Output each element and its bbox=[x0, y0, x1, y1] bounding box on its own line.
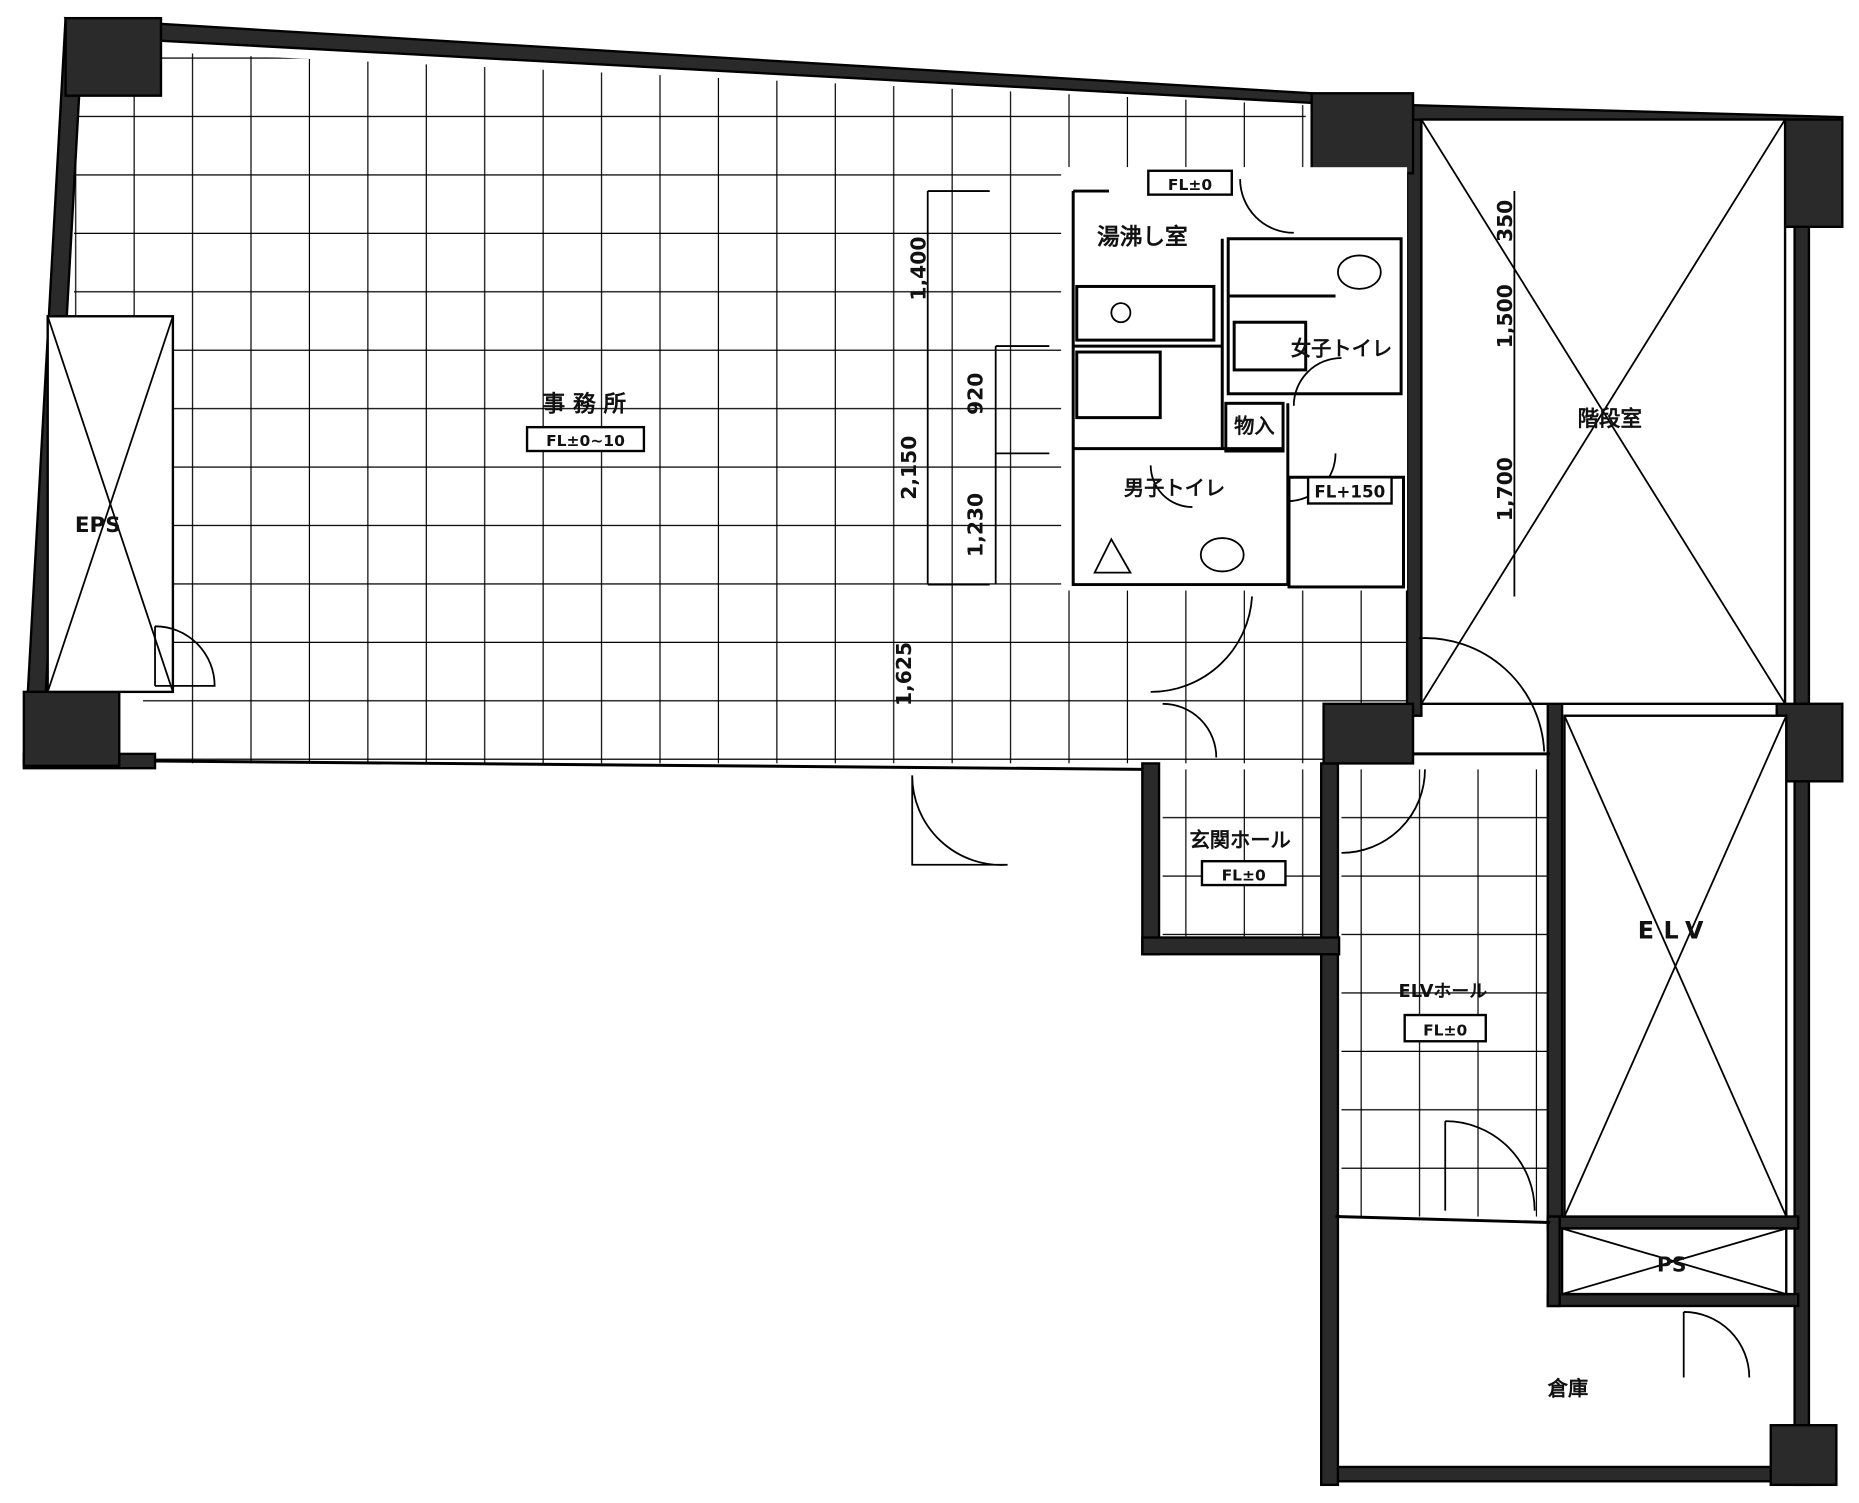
dimension-1700: 1,700 bbox=[1493, 457, 1517, 521]
warehouse-name: 倉庫 bbox=[1547, 1376, 1589, 1400]
dimension-1625: 1,625 bbox=[892, 642, 916, 706]
dimension-920: 920 bbox=[964, 373, 988, 415]
office-level-tag bbox=[525, 425, 646, 453]
womens-toilet-name: 女子トイレ bbox=[1291, 337, 1392, 361]
ps-shaft bbox=[1560, 1227, 1788, 1296]
mens-toilet-name: 男子トイレ bbox=[1124, 476, 1225, 500]
storage-closet-name: 物入 bbox=[1234, 414, 1275, 438]
dimension-1500: 1,500 bbox=[1493, 284, 1517, 348]
entrance-level-tag bbox=[1200, 860, 1287, 887]
toilet-icon bbox=[1075, 350, 1162, 420]
corridor-level: FL+150 bbox=[1314, 483, 1385, 502]
ps-label: PS bbox=[1657, 1252, 1686, 1276]
entrance-hall-level: FL±0 bbox=[1222, 866, 1266, 884]
doors bbox=[154, 596, 1751, 1378]
elevator-hall-level: FL±0 bbox=[1423, 1021, 1467, 1039]
stairwell-name: 階段室 bbox=[1578, 406, 1642, 432]
dimension-1230: 1,230 bbox=[964, 493, 988, 557]
corridor-level-tag bbox=[1306, 476, 1393, 505]
kitchenette-level: FL±0 bbox=[1168, 176, 1212, 194]
eps-label: EPS bbox=[75, 513, 121, 538]
entrance-hall-name: 玄関ホール bbox=[1189, 828, 1290, 852]
walls bbox=[22, 16, 1844, 1487]
elevator-shaft bbox=[1563, 714, 1788, 1218]
toilet-icon-2 bbox=[1232, 320, 1308, 372]
dimension-2150: 2,150 bbox=[897, 436, 921, 500]
elevator-label: ELV bbox=[1638, 917, 1713, 945]
kitchenette-level-tag bbox=[1147, 169, 1233, 196]
sink-icon bbox=[1110, 302, 1132, 324]
wet-area-partitions bbox=[1061, 167, 1408, 591]
washbasin-icon-2 bbox=[1199, 537, 1245, 573]
elevator-hall-level-tag bbox=[1403, 1013, 1487, 1043]
door-swing bbox=[1239, 179, 1294, 234]
entrance-hall-floor-tiles bbox=[1162, 769, 1324, 937]
dimension-350: 350 bbox=[1493, 200, 1517, 242]
dimension-lines bbox=[926, 190, 1050, 586]
dimension-1400: 1,400 bbox=[906, 237, 930, 301]
elevator-hall-name: ELVホール bbox=[1399, 981, 1488, 1002]
office-name: 事 務 所 bbox=[542, 391, 626, 418]
structural-columns bbox=[22, 16, 1844, 1487]
kitchenette-name: 湯沸し室 bbox=[1097, 224, 1188, 251]
office-level: FL±0~10 bbox=[546, 432, 625, 450]
eps-shaft bbox=[46, 315, 175, 694]
washbasin-icon bbox=[1337, 254, 1382, 290]
stairwell bbox=[1420, 118, 1787, 705]
urinal-icon bbox=[1093, 537, 1132, 574]
